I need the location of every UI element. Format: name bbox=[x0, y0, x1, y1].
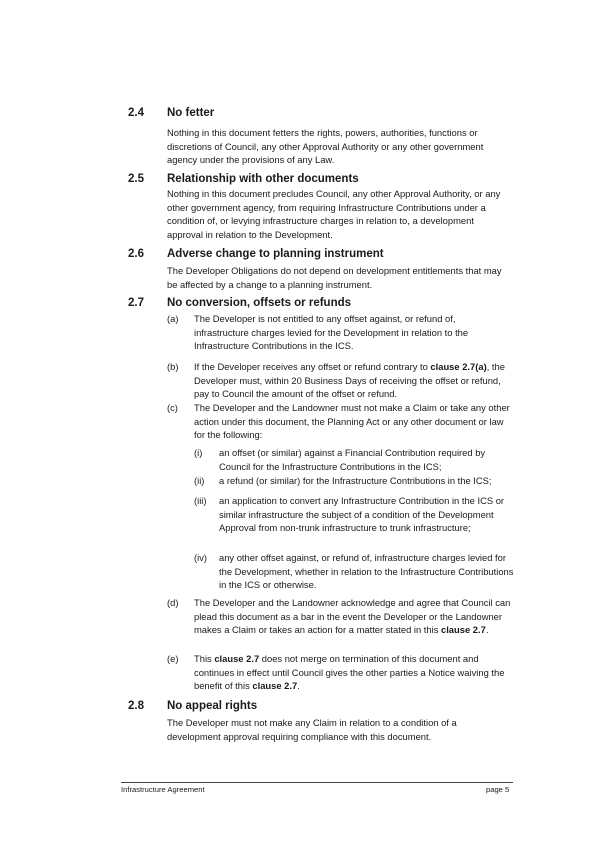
footer-page-number: page 5 bbox=[486, 785, 510, 794]
section-heading: Adverse change to planning instrument bbox=[167, 248, 384, 260]
clause-reference: clause 2.7 bbox=[440, 624, 486, 636]
item-text: If the Developer receives any offset or … bbox=[194, 361, 505, 400]
section-number: 2.4 bbox=[128, 107, 144, 119]
subitem-text: an offset (or similar) against a Financi… bbox=[219, 447, 486, 472]
item-label: (b) bbox=[167, 361, 179, 372]
clause-reference: clause 2.7 bbox=[252, 680, 298, 692]
section-number: 2.6 bbox=[128, 248, 144, 260]
item-text: This clause 2.7 does not merge on termin… bbox=[194, 653, 505, 692]
subitem-label: (i) bbox=[194, 447, 203, 458]
section-number: 2.7 bbox=[128, 297, 144, 309]
section-body: Nothing in this document fetters the rig… bbox=[167, 127, 484, 166]
section-body: The Developer Obligations do not depend … bbox=[167, 265, 502, 290]
item-label: (c) bbox=[167, 402, 178, 413]
clause-reference: clause 2.7 bbox=[214, 653, 260, 664]
section-number: 2.5 bbox=[128, 173, 144, 185]
subitem-text: an application to convert any Infrastruc… bbox=[219, 495, 505, 534]
item-label: (d) bbox=[167, 597, 179, 608]
section-heading: No appeal rights bbox=[167, 700, 258, 712]
item-label: (a) bbox=[167, 313, 179, 324]
section-heading: No fetter bbox=[167, 107, 215, 119]
section-number: 2.8 bbox=[128, 700, 144, 712]
footer-document-title: Infrastructure Agreement bbox=[121, 785, 205, 794]
item-text: The Developer and the Landowner acknowle… bbox=[194, 597, 511, 636]
subitem-text: any other offset against, or refund of, … bbox=[219, 552, 514, 591]
subitem-label: (iv) bbox=[194, 552, 208, 563]
subitem-text: a refund (or similar) for the Infrastruc… bbox=[219, 475, 492, 486]
subitem-label: (iii) bbox=[194, 495, 207, 506]
item-label: (e) bbox=[167, 653, 179, 664]
section-heading: Relationship with other documents bbox=[167, 173, 359, 185]
subitem-label: (ii) bbox=[194, 475, 205, 486]
item-text: The Developer is not entitled to any off… bbox=[194, 313, 469, 352]
clause-reference: clause 2.7(a) bbox=[430, 361, 487, 372]
section-heading: No conversion, offsets or refunds bbox=[167, 297, 352, 309]
footer-rule bbox=[121, 782, 513, 783]
item-text: The Developer and the Landowner must not… bbox=[194, 402, 510, 441]
section-body: The Developer must not make any Claim in… bbox=[167, 717, 457, 742]
section-body: Nothing in this document precludes Counc… bbox=[167, 188, 501, 240]
